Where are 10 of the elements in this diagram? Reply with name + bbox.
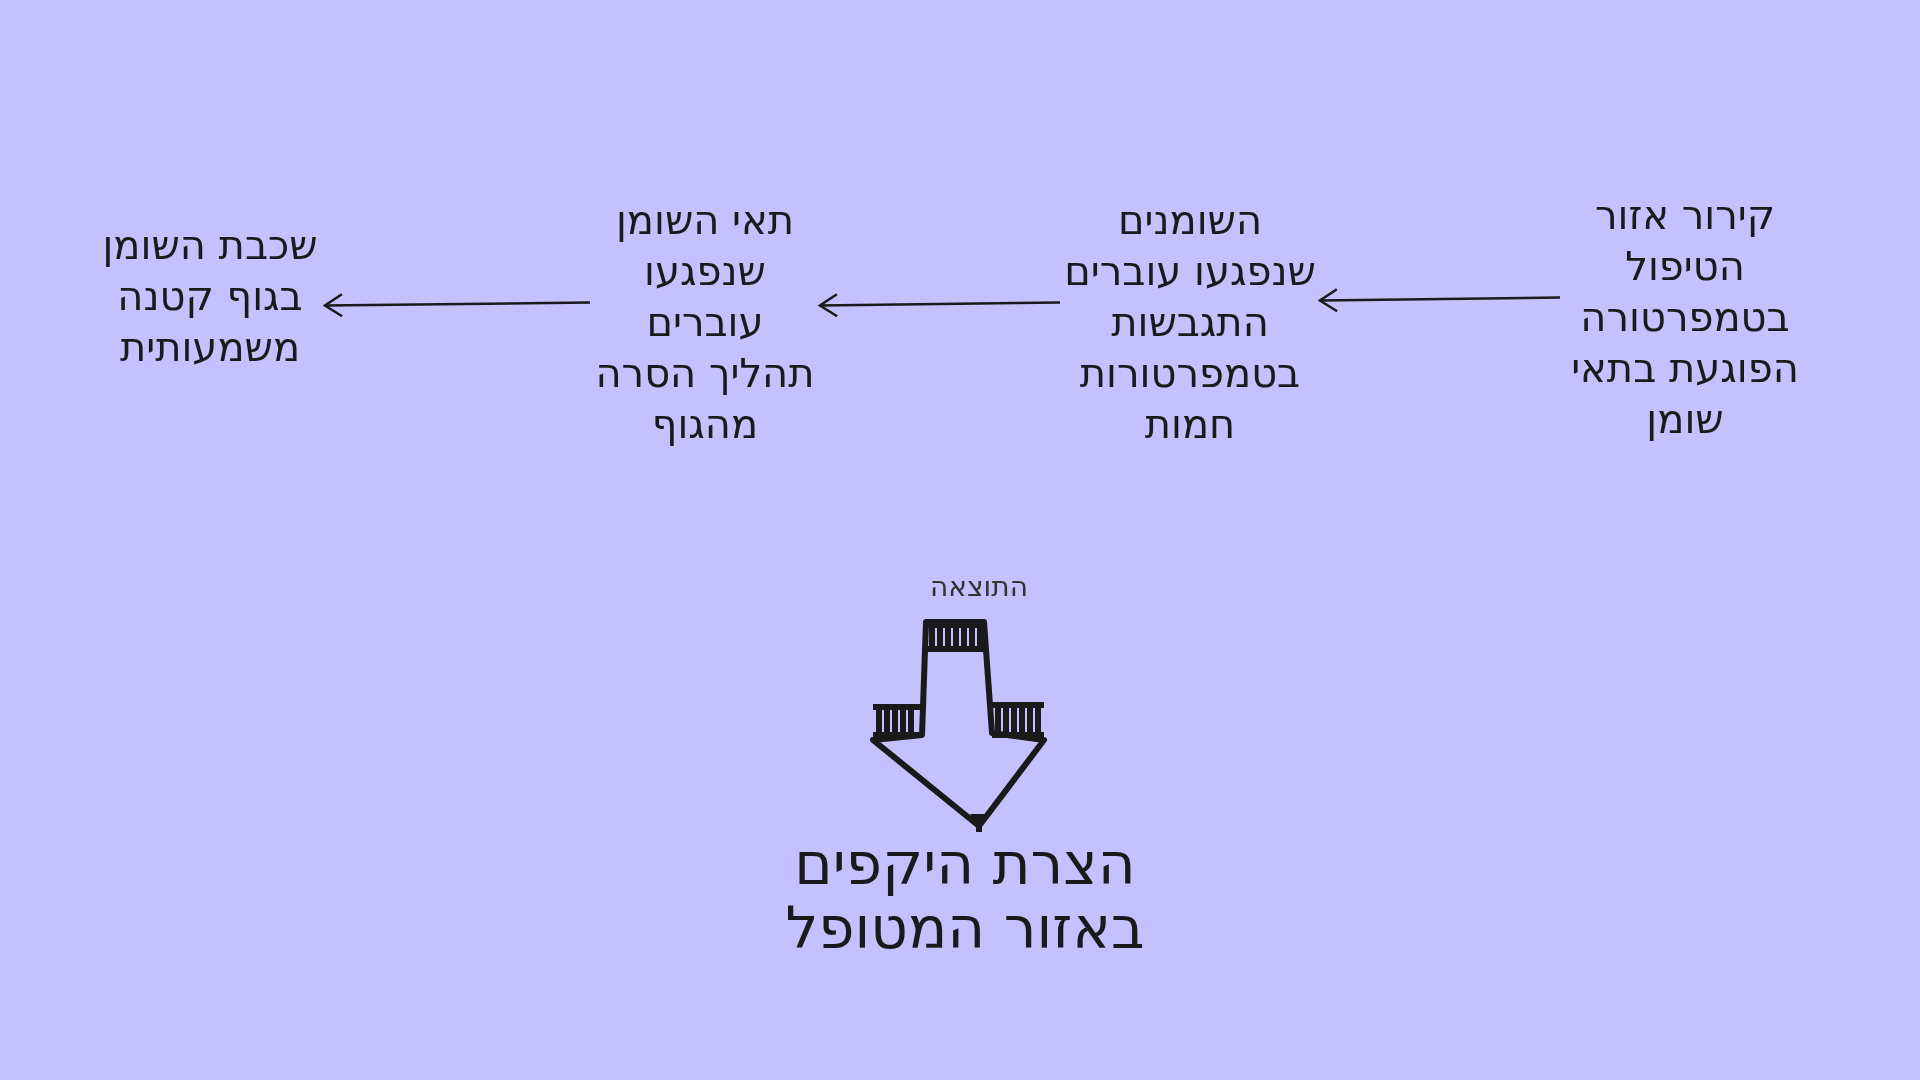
- arrow: [818, 293, 1060, 318]
- step-text: קירור אזור הטיפול בטמפרטורה הפוגעת בתאי שומן: [1570, 191, 1800, 444]
- block-arrow: [870, 619, 1047, 835]
- result-text: הצרת היקפים באזור המטופל: [784, 832, 1146, 960]
- arrow: [1318, 288, 1560, 313]
- arrow: [323, 293, 590, 318]
- result-label: התוצאה: [930, 570, 1028, 603]
- step-text: תאי השומן שנפגעו עוברים תהליך הסרה מהגוף: [594, 196, 816, 449]
- step-text: שכבת השומן בגוף קטנה משמעותית: [101, 221, 319, 372]
- step-text: השומנים שנפגעו עוברים התגבשות בטמפרטורות חמות: [1063, 196, 1317, 449]
